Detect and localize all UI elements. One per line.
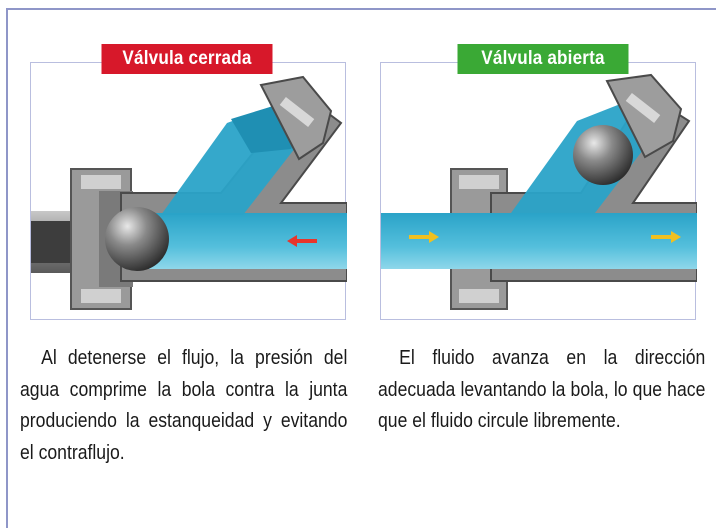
closed-valve-illustration: [30, 62, 347, 320]
closed-valve-caption: Al detenerse el flujo, la presión del ag…: [20, 347, 348, 464]
flow-arrow-left-icon: [287, 235, 317, 247]
open-valve-illustration: [380, 62, 697, 320]
flow-arrow-right-icon: [651, 231, 681, 243]
flow-arrow-right-icon: [409, 231, 439, 243]
open-valve-label: Válvula abierta: [457, 44, 629, 74]
figure-frame: [6, 8, 716, 528]
closed-valve-label: Válvula cerrada: [101, 44, 273, 74]
open-valve-caption: El fluido avanza en la dirección adecuad…: [378, 347, 706, 432]
